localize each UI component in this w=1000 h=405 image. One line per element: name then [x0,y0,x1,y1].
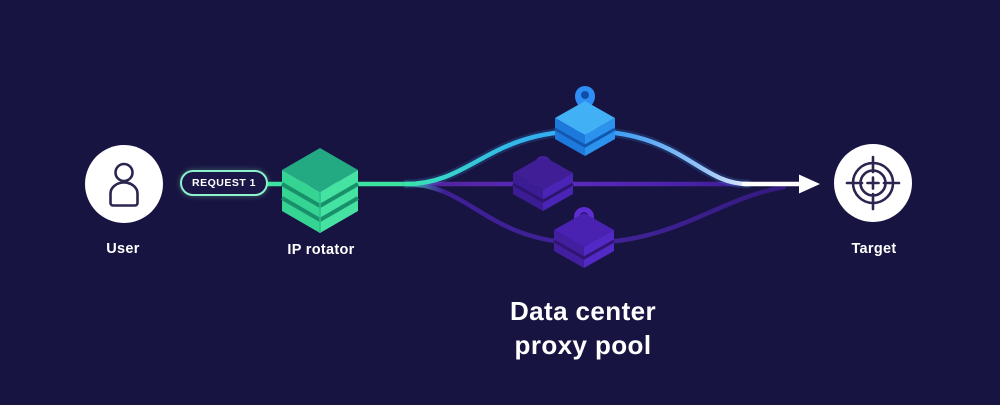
target-label: Target [851,241,897,257]
user-label: User [106,241,140,257]
target-icon [845,155,901,211]
pool-caption-line2: proxy pool [514,330,652,360]
proxy-server-top-icon [554,86,616,156]
user-node [85,145,163,223]
proxy-server-middle-icon [512,156,574,211]
user-icon [109,162,139,207]
request-badge: REQUEST 1 [180,170,269,196]
ip-rotator-icon [280,148,360,233]
ip-rotator-label: IP rotator [287,242,355,258]
pool-caption: Data center proxy pool [510,294,656,362]
proxy-server-bottom-icon [553,207,615,268]
pool-caption-line1: Data center [509,296,657,326]
target-node [834,144,912,222]
arrow-to-target [741,174,820,194]
